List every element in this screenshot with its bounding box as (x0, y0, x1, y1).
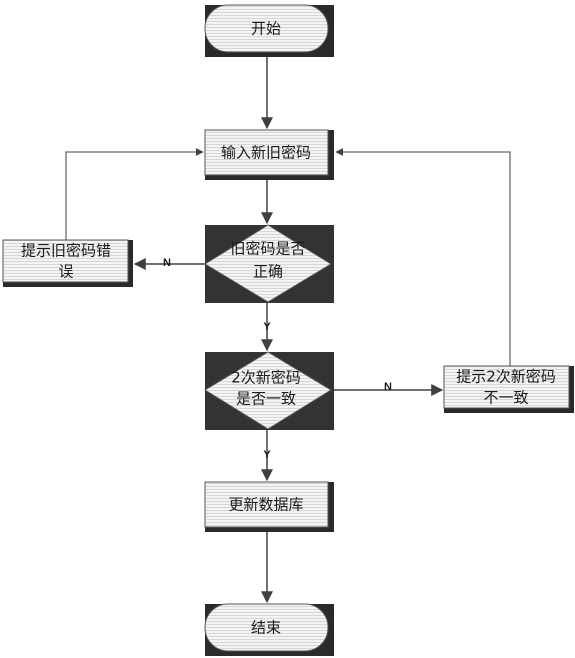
err-old-node: 提示旧密码错 误 (2, 239, 133, 287)
err-old-label-line1: 提示旧密码错 (21, 242, 111, 260)
start-node: 开始 (204, 4, 334, 57)
err-new-label-line2: 不一致 (483, 389, 528, 407)
edge-label-no-old: N (163, 257, 171, 269)
check-new-label-line1: 2次新密码 (231, 369, 301, 387)
check-new-node: 2次新密码 是否一致 (204, 351, 334, 430)
err-new-node: 提示2次新密码 不一致 (443, 365, 574, 413)
edge-label-yes-old: Y (263, 321, 271, 333)
input-label: 输入新旧密码 (221, 144, 311, 162)
err-old-label-line2: 误 (58, 263, 73, 281)
end-label: 结束 (251, 619, 281, 637)
edge-label-yes-new: Y (263, 449, 271, 461)
check-old-node: 旧密码是否 正确 (204, 224, 334, 303)
check-new-label-line2: 是否一致 (236, 390, 296, 408)
edge-label-no-new: N (384, 381, 392, 393)
update-node: 更新数据库 (204, 481, 334, 532)
start-label: 开始 (251, 20, 281, 38)
end-node: 结束 (204, 603, 334, 656)
edge-errold-input (65, 148, 204, 240)
input-node: 输入新旧密码 (204, 129, 334, 180)
update-label: 更新数据库 (228, 496, 303, 514)
check-old-label-line2: 正确 (253, 263, 283, 281)
err-new-label-line1: 提示2次新密码 (456, 368, 556, 386)
edge-errnew-input (335, 148, 511, 366)
check-old-label-line1: 旧密码是否 (230, 240, 305, 258)
